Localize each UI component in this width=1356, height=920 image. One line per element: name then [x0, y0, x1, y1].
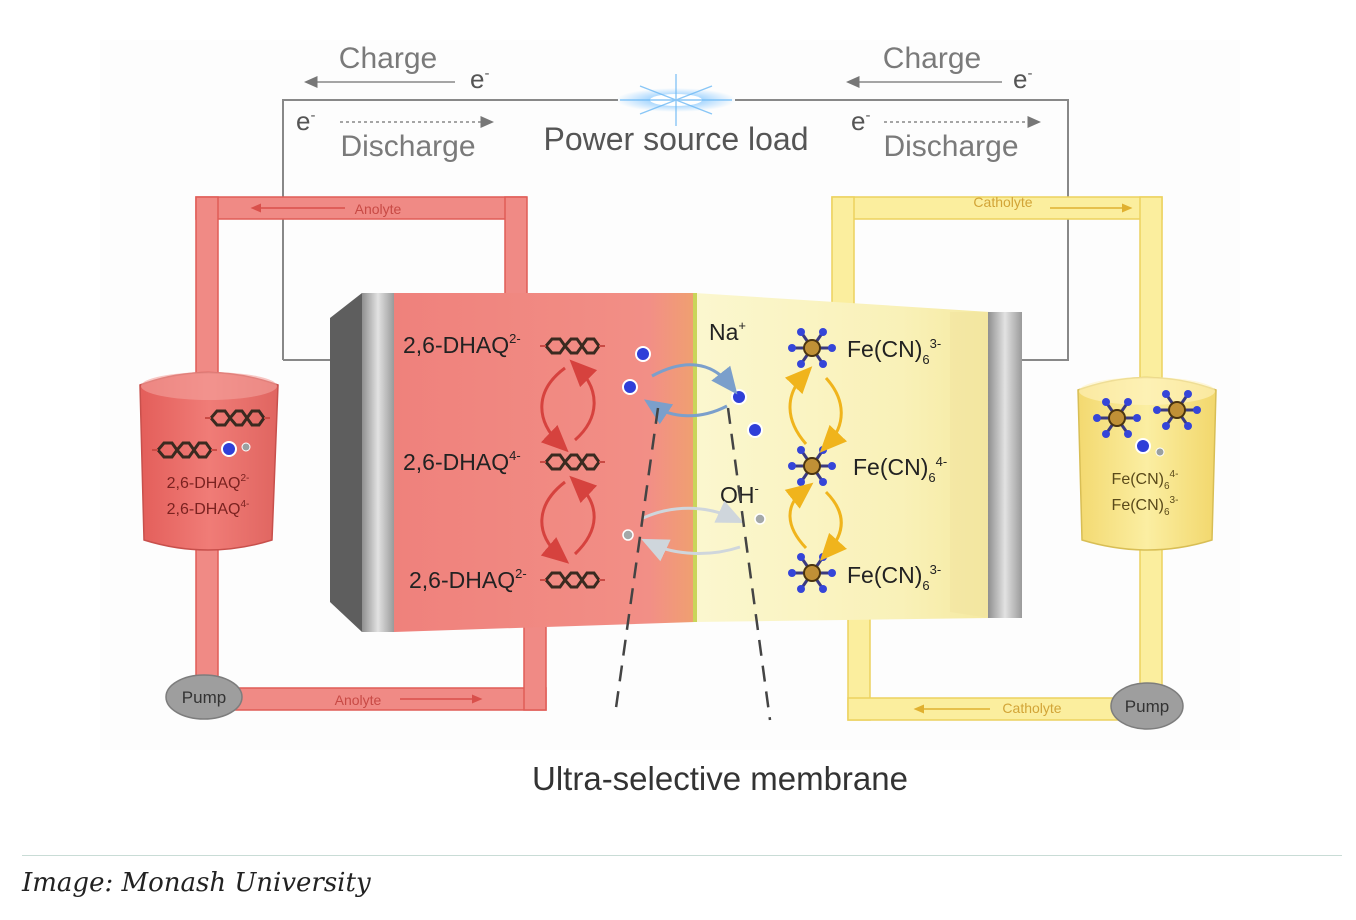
- anolyte-pump: Pump: [165, 674, 243, 720]
- sodium-ions: [622, 346, 763, 438]
- tank-hydroxide-ion-icon: [241, 442, 251, 452]
- cell-fecn-label-middle: Fe(CN)64-: [853, 454, 947, 485]
- catholyte-redox-arrows: [784, 366, 848, 561]
- charge-label-right: Charge: [883, 42, 981, 75]
- catholyte-loop: [831, 196, 1163, 721]
- tank-sodium-ion-icon: [221, 441, 237, 457]
- catholyte-pump: Pump: [1110, 682, 1184, 730]
- hydroxide-ions: [622, 513, 766, 541]
- hydroxide-ion-icon: [622, 529, 634, 541]
- membrane-pointer-lines: [613, 407, 772, 721]
- catholyte-tank-label-1: Fe(CN)64-: [1112, 469, 1179, 492]
- external-circuit: [282, 74, 1069, 361]
- sodium-ion-icon: [635, 346, 651, 362]
- electron-label-charge-left: e-: [470, 64, 489, 94]
- catholyte-pipe-label-bottom: Catholyte: [1002, 700, 1061, 716]
- catholyte-pipe-label-top: Catholyte: [973, 194, 1032, 210]
- electron-label-discharge-left: e-: [296, 106, 315, 136]
- sodium-ion-icon: [731, 389, 747, 405]
- catholyte-pump-label: Pump: [1125, 697, 1169, 716]
- discharge-label-right: Discharge: [883, 130, 1018, 163]
- power-source-load-label: Power source load: [543, 121, 808, 157]
- catholyte-tank: Fe(CN)64- Fe(CN)63-: [1077, 376, 1217, 551]
- discharge-label-left: Discharge: [340, 130, 475, 163]
- anolyte-pipe-label-top: Anolyte: [355, 201, 402, 217]
- caption-divider: [22, 855, 1342, 856]
- flow-battery-diagram: Charge e- e- Discharge Power source load…: [139, 42, 1217, 797]
- cathode-electrode: [988, 312, 1022, 618]
- catholyte-half-cell: [695, 293, 990, 622]
- membrane-label: Ultra-selective membrane: [532, 760, 908, 797]
- anode-end-plate: [330, 293, 362, 632]
- anolyte-pipe-label-bottom: Anolyte: [335, 692, 382, 708]
- tank-sodium-ion-icon: [1135, 438, 1151, 454]
- anolyte-tank-label-1: 2,6-DHAQ2-: [167, 473, 250, 492]
- electron-label-charge-right: e-: [1013, 64, 1032, 94]
- charge-label-left: Charge: [339, 42, 437, 75]
- anode-electrode: [362, 293, 394, 632]
- cell-fecn-label-bottom: Fe(CN)63-: [847, 562, 941, 593]
- sodium-ion-label: Na+: [709, 318, 746, 345]
- anolyte-tank: 2,6-DHAQ2- 2,6-DHAQ4-: [139, 371, 279, 551]
- electron-label-discharge-right: e-: [851, 106, 870, 136]
- image-credit-caption: Image: Monash University: [22, 868, 371, 898]
- cell-dhaq-label-middle: 2,6-DHAQ4-: [403, 448, 521, 475]
- tank-hydroxide-ion-icon: [1155, 447, 1165, 457]
- sodium-ion-icon: [622, 379, 638, 395]
- sodium-ion-icon: [747, 422, 763, 438]
- hydroxide-ion-icon: [754, 513, 766, 525]
- cell-dhaq-label-bottom: 2,6-DHAQ2-: [409, 566, 527, 593]
- cell-fecn-label-top: Fe(CN)63-: [847, 336, 941, 367]
- anolyte-redox-arrows: [540, 359, 598, 564]
- anolyte-loop: [195, 196, 547, 711]
- anolyte-tank-label-2: 2,6-DHAQ4-: [167, 499, 250, 518]
- catholyte-tank-label-2: Fe(CN)63-: [1112, 495, 1179, 518]
- anolyte-pump-label: Pump: [182, 688, 226, 707]
- ion-transport-arrows: [641, 363, 744, 562]
- cell-dhaq-label-top: 2,6-DHAQ2-: [403, 331, 521, 358]
